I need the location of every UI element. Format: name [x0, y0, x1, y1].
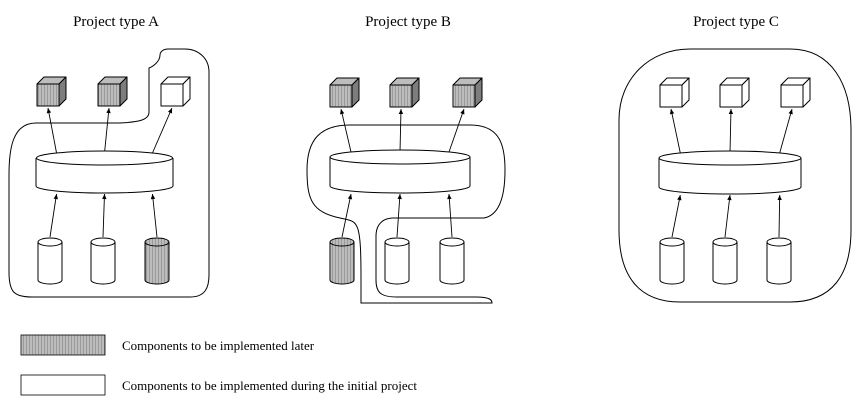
project-a-databases — [37, 237, 170, 285]
project-a-component-2 — [97, 76, 128, 107]
project-c-component-2 — [719, 77, 750, 108]
project-b-components — [329, 77, 483, 108]
project-a-database-3 — [144, 237, 170, 285]
project-a-database-2 — [90, 237, 116, 285]
project-b-component-1 — [329, 77, 360, 108]
project-a-diagram — [8, 48, 210, 298]
project-b-diagram — [306, 77, 506, 304]
project-a-component-connector-2 — [104, 107, 111, 154]
project-a-component-connector-3 — [152, 107, 173, 154]
project-c-bus-body — [658, 158, 802, 195]
project-a-database-1 — [37, 237, 63, 285]
project-c-scope-boundary — [618, 48, 852, 303]
project-c-connectors — [669, 108, 793, 238]
project-c-integration-bus — [658, 150, 802, 195]
project-c-database-3 — [766, 237, 792, 285]
project-c-database-connector-1 — [671, 194, 682, 238]
project-c-database-1 — [659, 237, 685, 285]
project-b-integration-bus — [329, 149, 471, 194]
project-b-database-connector-1 — [341, 193, 353, 238]
project-b-scope-boundary — [306, 124, 506, 304]
project-a-integration-bus — [35, 150, 174, 194]
project-b-database-1 — [329, 237, 355, 285]
project-b-bus-body — [329, 157, 471, 194]
project-c-databases — [659, 237, 792, 285]
project-b-component-2 — [389, 77, 420, 108]
legend-swatch-later — [20, 334, 106, 356]
legend-swatch-initial — [20, 374, 106, 396]
project-a-scope-boundary — [8, 48, 210, 298]
project-a-bus-top — [36, 150, 173, 166]
project-a-database-connector-2 — [102, 193, 107, 238]
title-project-a: Project type A — [73, 14, 159, 30]
project-c-database-2 — [712, 237, 738, 285]
project-b-database-3 — [439, 237, 465, 285]
project-b-connectors — [339, 108, 465, 238]
project-c-database-connector-2 — [724, 194, 732, 238]
project-c-component-3 — [780, 77, 811, 108]
project-b-component-connector-3 — [448, 108, 465, 153]
project-a-database-connector-3 — [150, 193, 158, 238]
project-b-bus-top — [329, 149, 471, 165]
project-a-database-connector-1 — [49, 193, 58, 238]
title-project-c: Project type C — [693, 14, 779, 30]
project-b-component-connector-2 — [398, 108, 404, 153]
title-project-b: Project type B — [365, 14, 451, 30]
project-c-component-1 — [659, 77, 690, 108]
legend: Components to be implemented later Compo… — [20, 334, 417, 396]
project-a-components — [36, 76, 191, 107]
project-c-component-connector-3 — [779, 108, 793, 154]
project-a-bus-body — [35, 158, 174, 194]
project-c-database-connector-3 — [777, 194, 782, 238]
legend-label-initial: Components to be implemented during the … — [122, 378, 417, 393]
project-b-component-3 — [452, 77, 483, 108]
project-b-component-connector-1 — [339, 108, 352, 153]
project-a-component-1 — [36, 76, 67, 107]
project-c-component-connector-1 — [669, 108, 681, 154]
project-a-component-3 — [160, 76, 191, 107]
project-b-database-2 — [384, 237, 410, 285]
project-b-databases — [329, 237, 465, 285]
project-b-database-connector-2 — [396, 193, 402, 238]
project-a-component-connector-1 — [46, 107, 57, 154]
project-c-diagram — [618, 48, 852, 303]
project-a-connectors — [46, 107, 173, 238]
project-c-components — [659, 77, 811, 108]
project-c-bus-top — [658, 150, 802, 166]
project-b-database-connector-3 — [447, 193, 453, 238]
project-c-component-connector-2 — [728, 108, 734, 154]
legend-label-later: Components to be implemented later — [122, 338, 315, 353]
